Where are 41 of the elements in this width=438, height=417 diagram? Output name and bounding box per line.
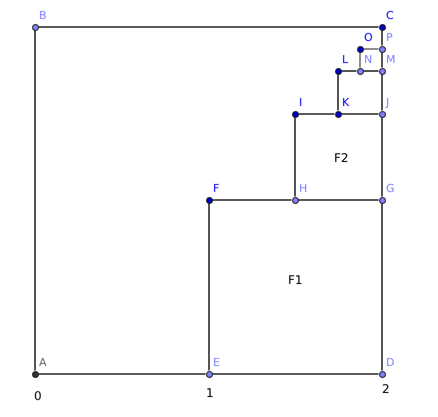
point-label: J xyxy=(386,97,390,108)
point-label: O xyxy=(364,32,373,43)
line-segment xyxy=(342,70,356,72)
line-segment xyxy=(34,30,36,370)
point-label: C xyxy=(386,10,394,21)
line-segment xyxy=(38,26,378,28)
line-segment xyxy=(359,52,361,68)
line-segment xyxy=(381,204,383,370)
line-segment xyxy=(294,118,296,196)
point-label: H xyxy=(299,183,308,194)
line-segment xyxy=(381,74,383,110)
line-segment xyxy=(212,373,378,375)
line-segment xyxy=(298,199,378,201)
point-label: L xyxy=(342,54,348,65)
point-label: M xyxy=(386,54,396,65)
point-label: D xyxy=(386,357,394,368)
point-label: E xyxy=(213,357,220,368)
point-label: G xyxy=(386,183,395,194)
line-segment xyxy=(212,199,292,201)
point-label: K xyxy=(342,97,350,108)
point-label: A xyxy=(39,357,47,368)
point-label: F xyxy=(213,183,220,194)
point-label: B xyxy=(39,10,47,21)
line-segment xyxy=(342,113,378,115)
point-label: P xyxy=(386,32,393,43)
line-segment xyxy=(208,204,210,370)
axis-number: 1 xyxy=(206,387,214,399)
line-segment xyxy=(298,113,334,115)
line-segment xyxy=(381,118,383,196)
point-label: I xyxy=(299,97,302,108)
axis-number: 2 xyxy=(382,383,390,395)
line-segment xyxy=(381,52,383,68)
region-label: F2 xyxy=(334,152,349,164)
line-segment xyxy=(337,74,339,110)
line-segment xyxy=(364,48,378,50)
line-segment xyxy=(38,373,206,375)
line-segment xyxy=(364,70,378,72)
line-segment xyxy=(381,30,383,46)
point-label: N xyxy=(364,54,372,65)
axis-number: 0 xyxy=(34,390,42,402)
region-label: F1 xyxy=(288,274,303,286)
